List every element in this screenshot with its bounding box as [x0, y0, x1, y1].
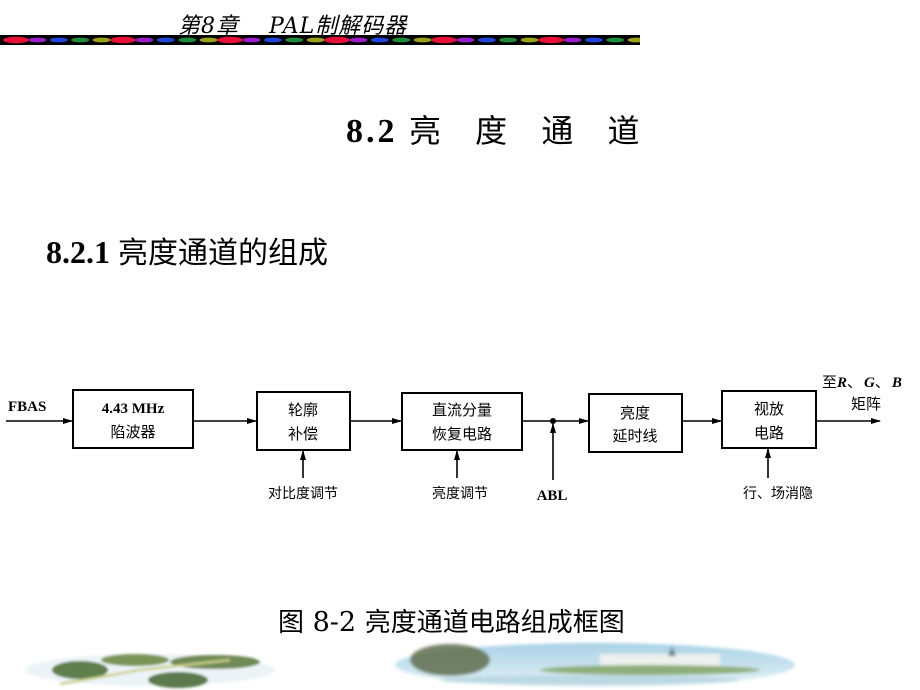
input-label: FBAS — [8, 399, 46, 415]
section-title-text: 亮 度 通 道 — [409, 112, 652, 150]
output-label-line1: 至R、G、B — [822, 373, 902, 391]
block-3-line1: 直流分量 — [432, 401, 492, 419]
block-3-line2: 恢复电路 — [432, 425, 492, 443]
subsection-title-text: 亮度通道的组成 — [118, 236, 328, 271]
section-number: 8.2 — [346, 113, 398, 150]
chapter-label: 第8章 — [178, 14, 239, 39]
leaves-image — [25, 654, 275, 688]
figure-caption: 图 8-2 亮度通道电路组成框图 — [278, 602, 625, 639]
output-label-line2: 矩阵 — [851, 395, 881, 413]
caption-text: 亮度通道电路组成框图 — [364, 608, 625, 638]
subsection-number: 8.2.1 — [46, 234, 110, 270]
chapter-topic: PAL制解码器 — [269, 14, 408, 39]
landscape-image — [395, 643, 795, 687]
chapter-header: 第8章 PAL制解码器 — [0, 0, 640, 50]
blanking-label: 行、场消隐 — [743, 486, 813, 502]
junction-dot — [550, 418, 556, 424]
contrast-label: 对比度调节 — [268, 486, 338, 502]
block-5-line2: 电路 — [754, 424, 784, 442]
block-video-amp — [721, 390, 817, 449]
rainbow-dots-icon — [3, 36, 640, 44]
block-luma-delay — [588, 393, 683, 453]
block-dc-restore — [401, 392, 523, 451]
block-contour-compensation — [256, 391, 351, 451]
block-1-line2: 陷波器 — [110, 423, 155, 441]
block-5-line1: 视放 — [754, 400, 784, 418]
block-2-line2: 补偿 — [288, 425, 318, 443]
block-2-line1: 轮廓 — [288, 401, 318, 419]
rainbow-divider — [0, 35, 640, 45]
block-1-line1: 4.43 MHz — [102, 401, 165, 417]
subsection-title: 8.2.1 亮度通道的组成 — [46, 228, 328, 272]
brightness-label: 亮度调节 — [432, 485, 488, 502]
section-title: 8.2 亮 度 通 道 — [346, 106, 652, 152]
block-diagram: FBAS 4.43 MHz 陷波器 轮廓 补偿 直流分量 恢复电路 亮度 延时线… — [6, 373, 902, 504]
chapter-title: 第8章 PAL制解码器 — [178, 8, 407, 40]
abl-label: ABL — [537, 488, 568, 504]
block-4-line2: 延时线 — [612, 427, 657, 445]
block-4-line1: 亮度 — [620, 404, 650, 422]
block-notch-filter — [72, 389, 194, 449]
caption-prefix: 图 — [278, 608, 305, 638]
caption-number: 8-2 — [312, 607, 357, 638]
